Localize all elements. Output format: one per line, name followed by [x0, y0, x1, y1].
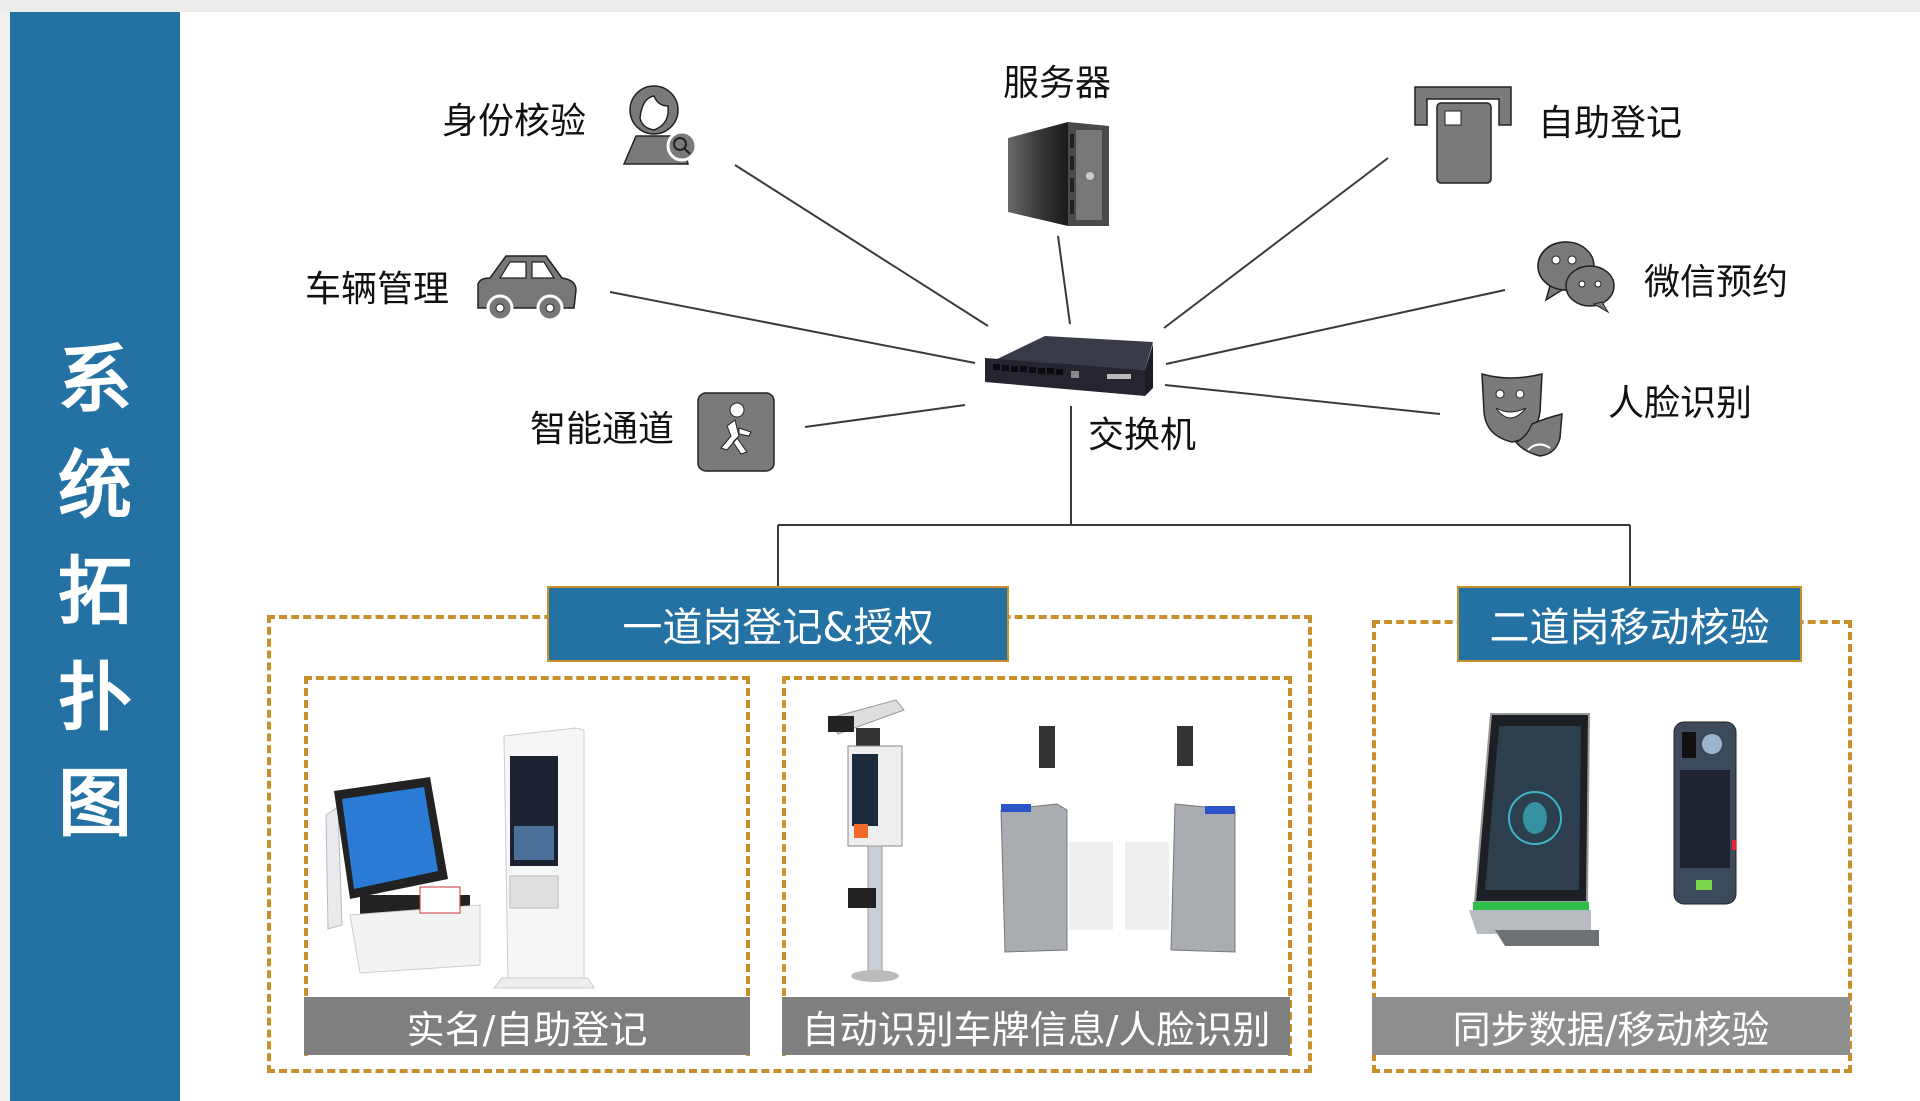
- panel-mobile-caption: 同步数据/移动核验: [1372, 997, 1850, 1055]
- face-terminal-image: [1469, 713, 1599, 946]
- network-switch-icon: [985, 336, 1153, 396]
- wechat-icon: [1537, 241, 1615, 314]
- plate-camera-pole-image: [828, 699, 905, 982]
- handheld-terminal-image: [1673, 721, 1737, 905]
- server-icon: [1008, 122, 1109, 226]
- card-slot-icon: [1414, 86, 1512, 184]
- title-char: 扑: [58, 655, 132, 741]
- panel-plate-face-border: [782, 676, 1292, 1056]
- vehicle-label: 车辆管理: [305, 269, 450, 310]
- link-self-register: [1163, 157, 1389, 329]
- group-first-post-header: 一道岗登记&授权: [547, 586, 1009, 662]
- wechat-label: 微信预约: [1644, 262, 1789, 303]
- link-identity: [734, 164, 989, 327]
- identity-label: 身份核验: [442, 101, 587, 142]
- self-register-label: 自助登记: [1538, 103, 1683, 144]
- link-server: [1057, 235, 1071, 325]
- channel-label: 智能通道: [530, 409, 675, 450]
- link-channel: [804, 404, 966, 428]
- person-search-icon: [622, 85, 698, 165]
- title-char: 图: [58, 761, 132, 847]
- top-border: [0, 0, 1920, 12]
- standing-kiosk-image: [492, 727, 595, 989]
- desktop-kiosk-image: [325, 777, 481, 974]
- link-wechat: [1165, 289, 1506, 365]
- face-label: 人脸识别: [1608, 383, 1753, 424]
- speed-gate-image: [1000, 726, 1236, 953]
- sidebar-title: 系 统 拓 扑 图: [10, 327, 180, 857]
- panel-register-caption: 实名/自助登记: [304, 997, 750, 1055]
- title-char: 系: [58, 337, 132, 423]
- group-second-post-header: 二道岗移动核验: [1457, 586, 1802, 662]
- panel-register-border: [304, 676, 750, 1056]
- title-char: 统: [58, 443, 132, 529]
- car-icon: [477, 255, 577, 322]
- left-edge: [0, 12, 10, 1101]
- link-vehicle: [609, 291, 976, 364]
- running-person-icon: [697, 392, 775, 472]
- theater-masks-icon: [1481, 372, 1563, 457]
- title-char: 拓: [58, 549, 132, 635]
- panel-plate-face-caption: 自动识别车牌信息/人脸识别: [782, 997, 1290, 1055]
- switch-label: 交换机: [1088, 415, 1197, 456]
- server-label: 服务器: [1003, 63, 1112, 104]
- sidebar-title-panel: 系 统 拓 扑 图: [10, 12, 180, 1101]
- link-face: [1164, 384, 1441, 415]
